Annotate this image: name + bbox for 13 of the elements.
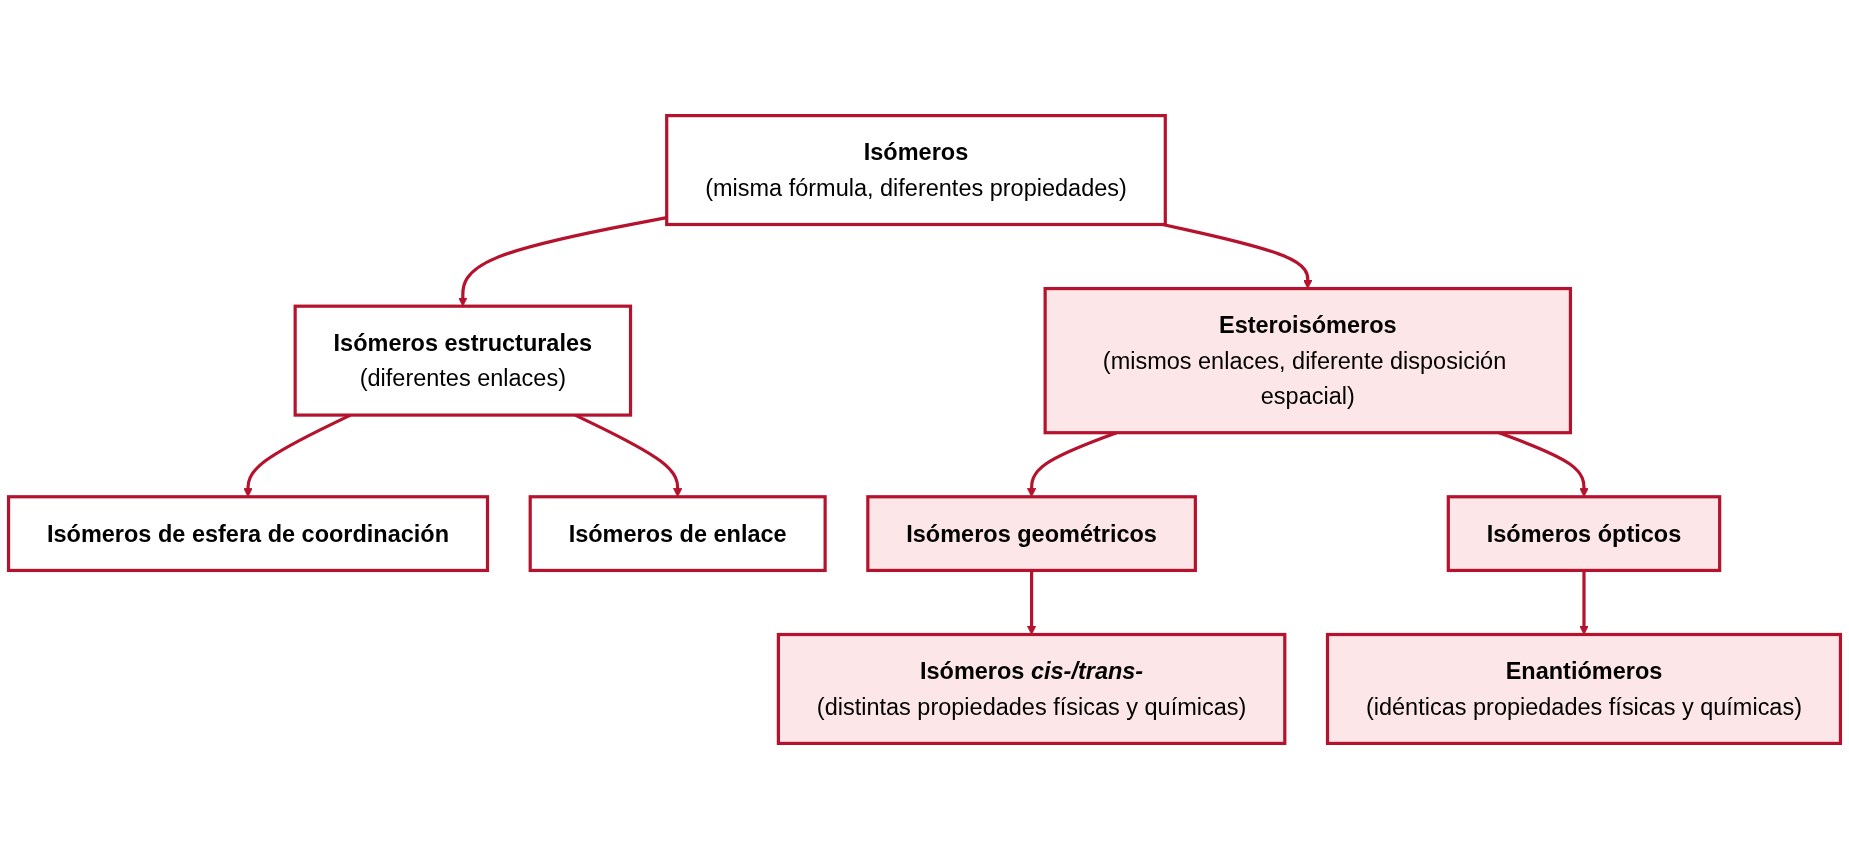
arrow: [458, 216, 667, 307]
arrow: [1162, 222, 1313, 289]
node-box: Enantiómeros (idénticas propiedades físicas y químicas): [1325, 632, 1843, 745]
node-box: Isómeros de esfera de coordinación: [6, 495, 490, 573]
arrow: [1579, 570, 1589, 635]
node-box: Isómeros estructurales (diferentes enlaces): [293, 304, 633, 417]
node-box: Isómeros (misma fórmula, diferentes propiedades): [665, 114, 1167, 227]
node-box: Isómeros ópticos: [1446, 495, 1722, 573]
node-box: Isómeros cis-/trans- (distintas propiedades físicas y químicas): [776, 632, 1287, 745]
arrow: [1026, 570, 1037, 635]
node-box: Esteroisómeros (mismos enlaces, diferente disposición espacial): [1043, 286, 1573, 435]
node-box: Isómeros de enlace: [528, 495, 827, 573]
node-box: Isómeros geométricos: [866, 495, 1197, 573]
